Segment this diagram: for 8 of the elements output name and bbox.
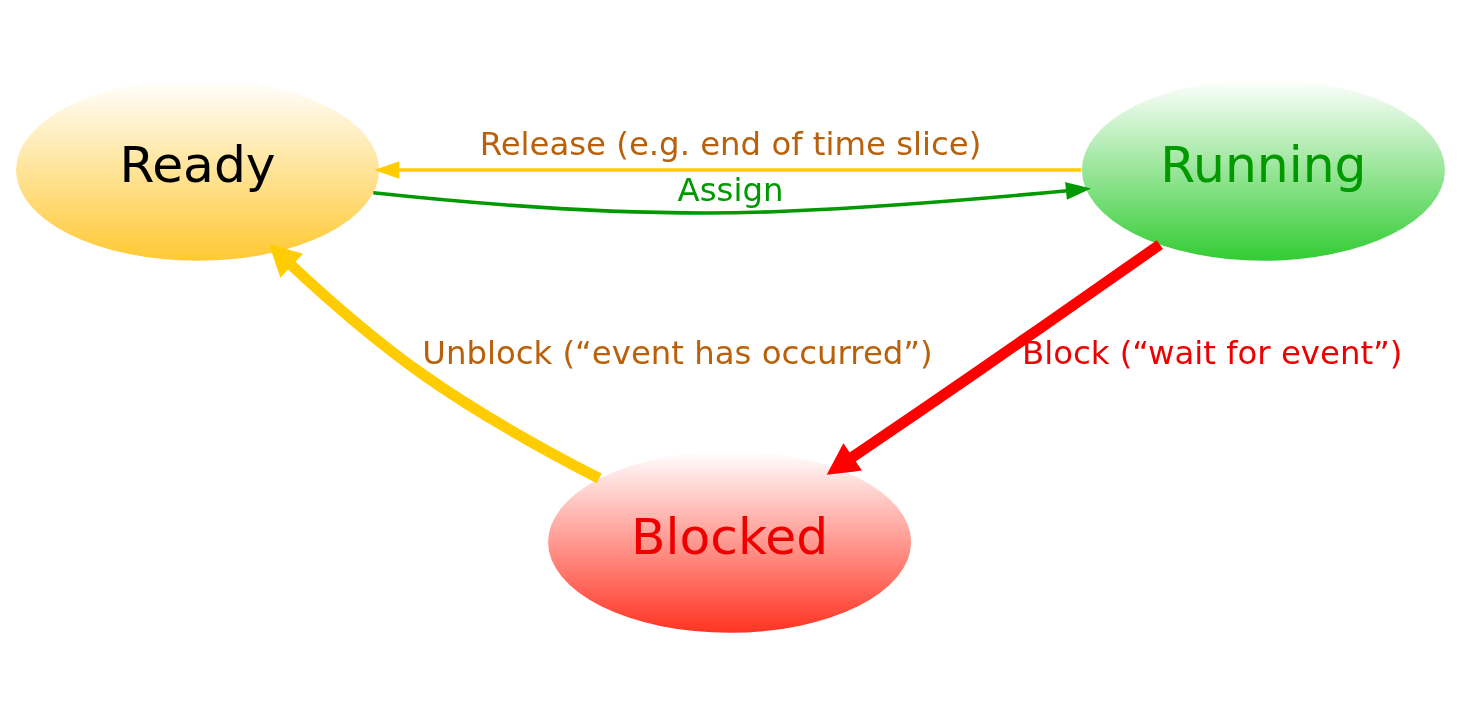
edge-label: Block (“wait for event”) xyxy=(1022,333,1403,372)
arrow xyxy=(826,240,1163,475)
arrow xyxy=(268,244,602,484)
edge-label: Unblock (“event has occurred”) xyxy=(422,333,933,372)
arrow xyxy=(373,182,1092,215)
arrow xyxy=(374,161,1082,179)
edge-label: Assign xyxy=(677,171,784,210)
edge-label: Release (e.g. end of time slice) xyxy=(479,124,982,163)
